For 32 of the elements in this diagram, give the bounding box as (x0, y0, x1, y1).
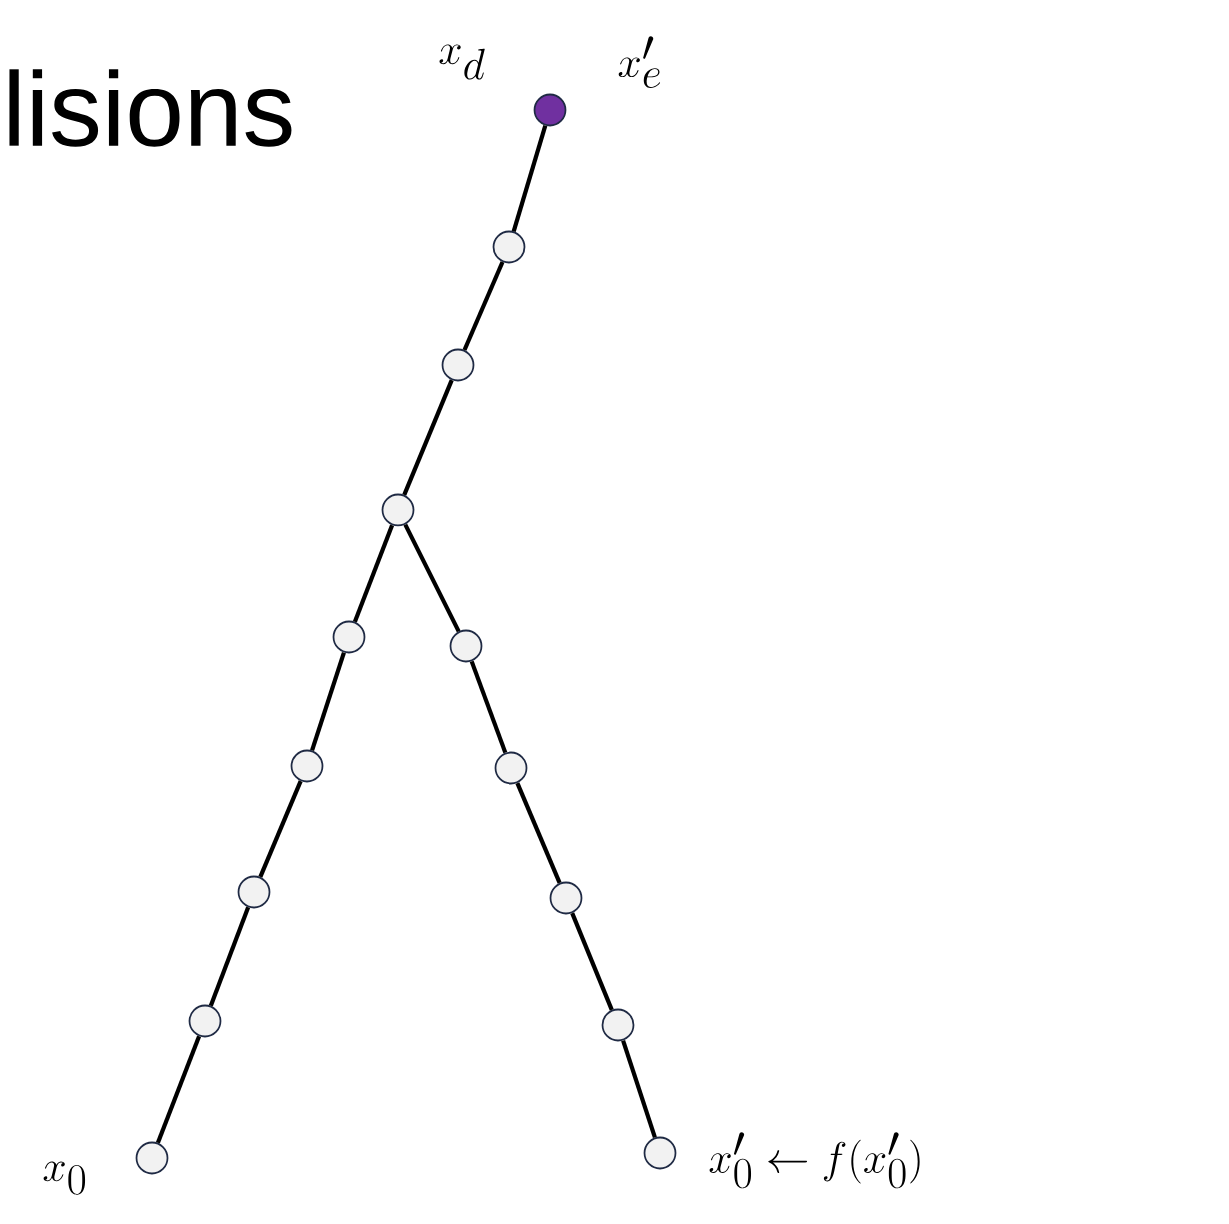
circle-node (494, 751, 528, 785)
title-fragment: lisions (9, 69, 292, 147)
circle-node (643, 1136, 677, 1170)
line (155, 1035, 202, 1144)
line (621, 1039, 657, 1139)
circle-node (492, 230, 526, 264)
line (515, 782, 562, 884)
math-label: $x'_0 \leftarrow f(x'_0)$ (709, 1132, 920, 1189)
circle-node (290, 749, 324, 783)
circle-node (135, 1141, 169, 1175)
circle-node (533, 93, 567, 127)
line (570, 912, 614, 1011)
circle-node (549, 881, 583, 915)
math-label: $x_0$ (43, 1161, 86, 1195)
circle-node (381, 493, 415, 527)
line (403, 523, 461, 633)
circle-node (188, 1004, 222, 1038)
math-label: $x_d$ (439, 44, 485, 80)
circle-node (601, 1008, 635, 1042)
line (462, 261, 505, 351)
circle-node (332, 620, 366, 654)
line (402, 379, 454, 496)
line (310, 651, 346, 752)
line (511, 125, 548, 232)
line (258, 780, 303, 878)
math-label: $x'_e$ (618, 36, 661, 88)
line (208, 906, 251, 1007)
circle-node (237, 875, 271, 909)
line (469, 660, 508, 754)
line (352, 524, 395, 623)
circle-node (441, 348, 475, 382)
circle-node (449, 629, 483, 663)
